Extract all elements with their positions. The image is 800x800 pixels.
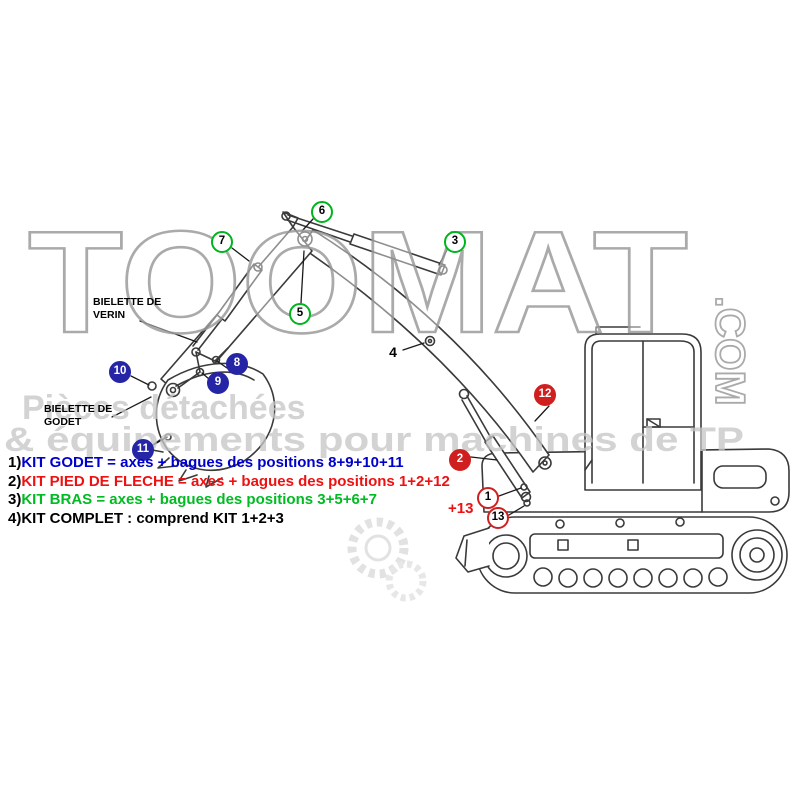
position-marker-13: 13 xyxy=(487,507,509,529)
position-marker-8: 8 xyxy=(226,353,248,375)
watermark-tagline-1: Pièces détachées xyxy=(22,389,306,427)
watermark-domain: .COM xyxy=(707,296,754,406)
legend-item-2: 2)KIT PIED DE FLECHE = axes + bagues des… xyxy=(8,472,450,490)
legend-item-1: 1)KIT GODET = axes + bagues des position… xyxy=(8,454,404,471)
cab xyxy=(584,326,702,491)
bucket-linkage xyxy=(177,347,531,507)
position-marker-6: 6 xyxy=(311,201,333,223)
position-marker-5: 5 xyxy=(289,303,311,325)
position-marker-12: 12 xyxy=(534,384,556,406)
hydraulic-cylinders xyxy=(191,211,532,503)
gear-watermark-icon xyxy=(347,517,409,579)
watermark-tagline-2: & équipements pour machines de TP xyxy=(4,421,744,459)
legend: 1)KIT GODET = axes + bagues des position… xyxy=(8,454,450,528)
leader-lines xyxy=(111,218,550,516)
bucket xyxy=(146,362,276,488)
position-marker-1: 1 xyxy=(477,487,499,509)
position-marker-9: 9 xyxy=(207,372,229,394)
position-marker-10: 10 xyxy=(109,361,131,383)
gear-watermark-icon xyxy=(364,534,392,562)
legend-item-3: 3)KIT BRAS = axes + bagues des positions… xyxy=(8,491,377,508)
position-marker-7: 7 xyxy=(211,231,233,253)
position-marker-3: 3 xyxy=(444,231,466,253)
gear-watermark-icon xyxy=(385,560,427,602)
legend-extra: +13 xyxy=(448,500,474,517)
position-marker-11: 11 xyxy=(132,439,154,461)
watermark-brand: TOOMAT xyxy=(28,201,688,363)
position-marker-2: 2 xyxy=(449,449,471,471)
position-marker-4: 4 xyxy=(389,344,397,360)
blade-bracket xyxy=(455,527,490,573)
legend-item-4: 4)KIT COMPLET : comprend KIT 1+2+3 xyxy=(8,509,284,527)
